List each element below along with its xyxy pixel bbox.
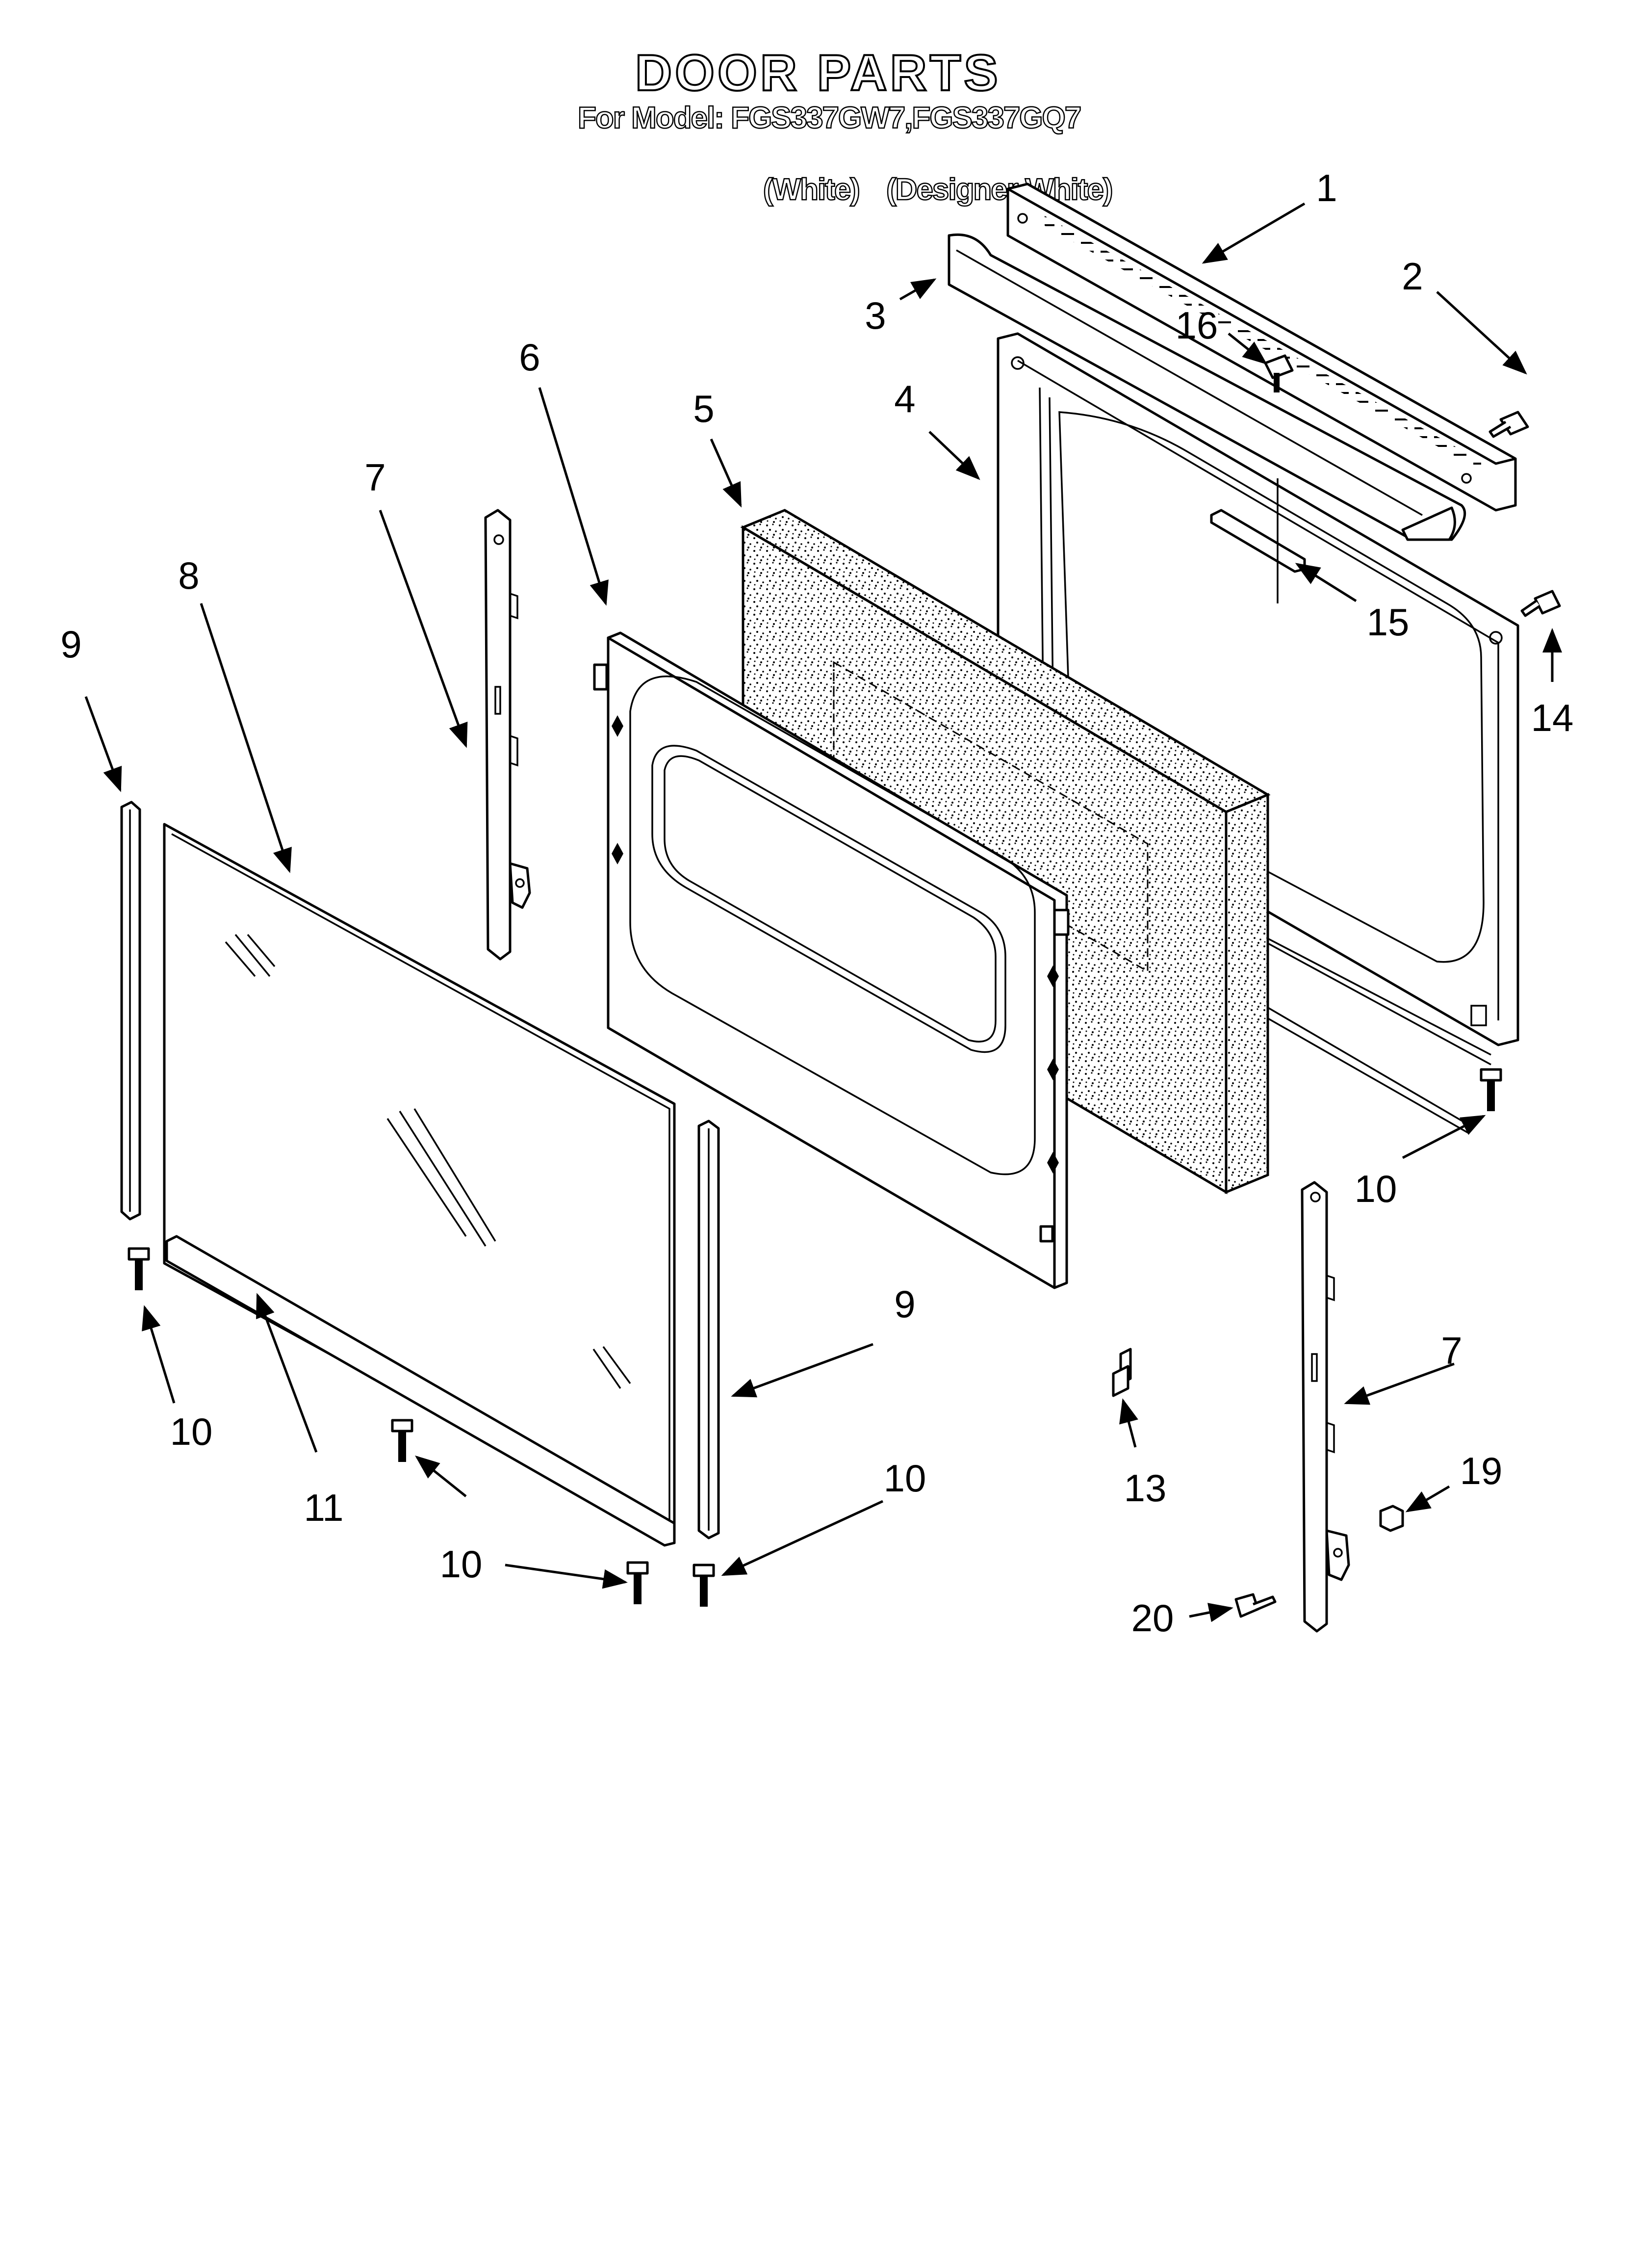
callout-10-left: 10 — [170, 1410, 213, 1453]
callout-6: 6 — [519, 336, 540, 379]
callout-7-left: 7 — [364, 456, 385, 499]
callout-9-right: 9 — [894, 1282, 915, 1326]
callout-5: 5 — [693, 387, 714, 430]
color-label-white: (White) — [763, 172, 861, 208]
leader-lines — [84, 202, 1562, 1622]
model-line: For Model: FGS337GW7,FGS337GQ7 — [577, 101, 1082, 136]
callout-8: 8 — [178, 554, 199, 597]
part-2-screw — [1488, 411, 1529, 438]
callout-16: 16 — [1176, 304, 1218, 347]
callout-15: 15 — [1367, 600, 1410, 644]
part-13-clip — [1112, 1348, 1132, 1397]
callout-10-right: 10 — [1355, 1167, 1397, 1210]
callout-13: 13 — [1124, 1466, 1167, 1510]
callout-9-left: 9 — [60, 623, 81, 666]
callout-4: 4 — [894, 377, 915, 420]
callout-19: 19 — [1460, 1449, 1503, 1492]
part-8-glass — [163, 823, 676, 1544]
part-16-screw — [1264, 354, 1294, 392]
part-6-inner-panel — [593, 631, 1070, 1289]
callout-20: 20 — [1131, 1596, 1174, 1640]
callout-3: 3 — [865, 294, 886, 337]
part-10-screw-e — [693, 1564, 715, 1607]
callout-7-right: 7 — [1441, 1329, 1462, 1372]
part-10-screw-c — [391, 1419, 413, 1462]
part-10-screw-d — [626, 1561, 649, 1604]
part-10-screw-b — [128, 1247, 150, 1290]
callout-14: 14 — [1531, 696, 1574, 739]
part-20-screw — [1234, 1593, 1277, 1618]
diagram-header: DOOR PARTS For Model: FGS337GW7,FGS337GQ… — [0, 0, 1642, 207]
part-9-left-strip — [120, 801, 141, 1221]
page-title: DOOR PARTS — [634, 44, 1001, 103]
part-11-bottom-trim — [165, 1235, 676, 1547]
part-7-left-hinge — [484, 509, 531, 961]
part-3-handle — [948, 233, 1466, 541]
callout-11: 11 — [304, 1486, 344, 1529]
part-10-screw-a — [1480, 1068, 1502, 1111]
part-9-right-strip — [697, 1120, 720, 1539]
callout-labels: 1 2 3 4 5 6 7 8 9 16 15 14 10 10 9 7 11 … — [60, 166, 1573, 1640]
part-14-screw — [1520, 590, 1561, 617]
callout-1: 1 — [1316, 166, 1337, 209]
callout-10-bottom-left: 10 — [440, 1542, 483, 1586]
part-19-clip — [1379, 1505, 1404, 1532]
callout-10-bottom-right: 10 — [884, 1457, 926, 1500]
part-7-right-hinge — [1301, 1181, 1350, 1633]
callout-2: 2 — [1402, 255, 1423, 298]
